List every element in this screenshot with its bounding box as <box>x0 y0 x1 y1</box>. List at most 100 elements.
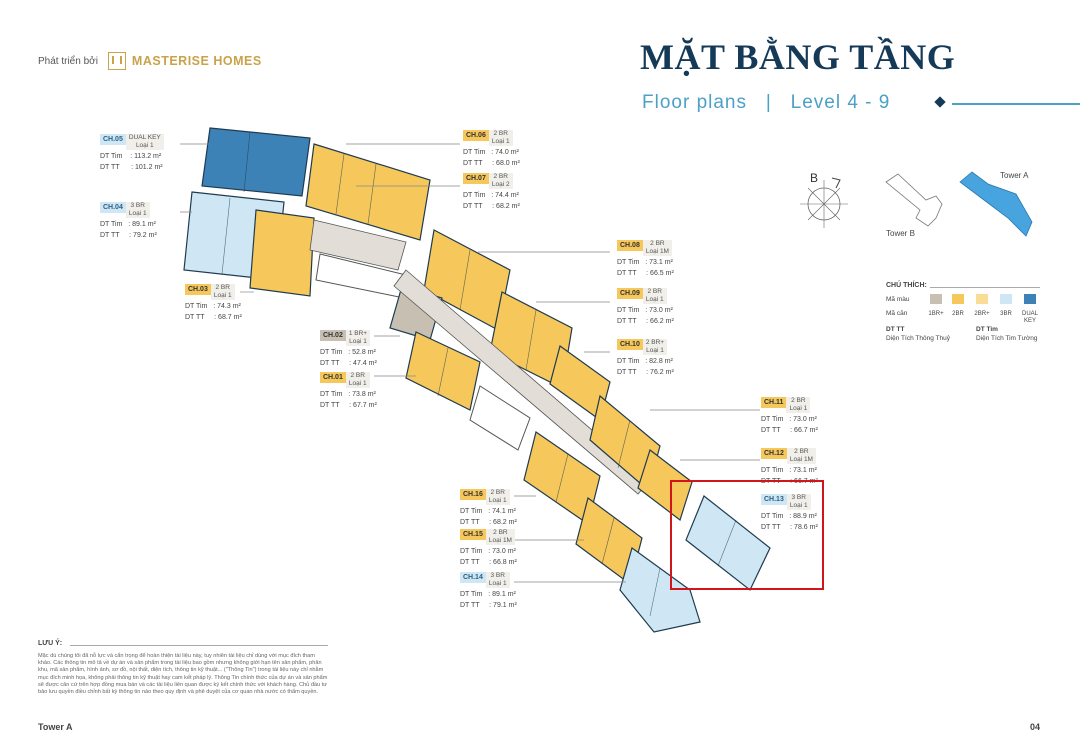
unit-code: CH.03 <box>185 284 211 295</box>
key-plan-tower-b: Tower B <box>886 229 915 238</box>
legend-dt-tt-desc: Diện Tích Thông Thuỷ <box>886 335 950 342</box>
unit-area-tim: DT Tim : 73.1 m² <box>617 259 673 266</box>
legend-type-dual-key: DUAL KEY <box>1021 311 1038 324</box>
unit-type-2: Loại 1 <box>128 210 147 217</box>
unit-code: CH.15 <box>460 529 486 540</box>
unit-code: CH.01 <box>320 372 346 383</box>
unit-area-tt: DT TT : 66.8 m² <box>460 559 517 566</box>
unit-area-tt: DT TT : 79.1 m² <box>460 602 517 609</box>
unit-area-tim: DT Tim : 74.1 m² <box>460 508 516 515</box>
unit-code: CH.09 <box>617 288 643 299</box>
unit-area-tt: DT TT : 68.2 m² <box>463 203 520 210</box>
legend-type-1br-plus: 1BR+ <box>928 311 944 317</box>
unit-type: 2 BR+Loại 1 <box>642 339 668 355</box>
brand: Phát triển bởi MASTERISE HOMES <box>38 52 262 70</box>
unit-area-tim: DT Tim : 74.3 m² <box>185 303 241 310</box>
unit-type-2: Loại 1M <box>488 537 512 544</box>
note-divider <box>70 645 328 646</box>
unit-area-tt: DT TT : 66.5 m² <box>617 270 674 277</box>
unit-type-1: 2 BR <box>490 489 505 496</box>
unit-type-1: 1 BR+ <box>348 330 368 337</box>
legend-swatch-dual-key <box>1024 294 1036 304</box>
legend-dt-tt-abbr: DT TT <box>886 326 905 333</box>
unit-ch14-shape <box>619 547 701 633</box>
note-title: LƯU Ý: <box>38 640 63 647</box>
unit-type-1: 3 BR <box>490 572 505 579</box>
unit-code: CH.16 <box>460 489 486 500</box>
unit-type-2: Loại 1 <box>348 380 367 387</box>
tower-b-shape <box>885 173 943 227</box>
unit-ch05-shape <box>201 127 311 197</box>
legend-color-label: Mã màu <box>886 296 910 303</box>
unit-area-tt: DT TT : 68.2 m² <box>460 519 517 526</box>
legend-title: CHÚ THÍCH: <box>886 282 927 289</box>
unit-area-tim: DT Tim : 74.0 m² <box>463 149 519 156</box>
unit-area-tt: DT TT : 67.7 m² <box>320 402 377 409</box>
compass-icon: B <box>800 171 848 228</box>
corridor-diagonal <box>393 269 651 495</box>
page-title: MẶT BẰNG TẦNG <box>640 37 956 77</box>
unit-area-tim: DT Tim : 74.4 m² <box>463 192 519 199</box>
unit-type-1: 2 BR <box>493 130 508 137</box>
legend-type-3br: 3BR <box>1000 311 1012 317</box>
page-subtitle: Floor plans | Level 4 - 9 <box>642 92 890 114</box>
legend-dt-tim-desc: Diện Tích Tim Tường <box>976 335 1038 342</box>
unit-code: CH.04 <box>100 202 126 213</box>
page-number: 04 <box>1030 722 1041 732</box>
unit-code: CH.05 <box>100 134 126 145</box>
unit-area-tim: DT Tim : 89.1 m² <box>100 221 156 228</box>
unit-ch13-shape <box>685 495 771 591</box>
unit-type-1: 3 BR <box>791 494 806 501</box>
key-plan: Tower A Tower B <box>885 171 1033 238</box>
unit-ch06-07-shape <box>305 143 431 241</box>
unit-area-tt: DT TT : 47.4 m² <box>320 360 377 367</box>
unit-area-tt: DT TT : 66.7 m² <box>761 427 818 434</box>
masterise-logo-icon <box>107 52 126 70</box>
unit-type-2: Loại 1 <box>645 296 664 303</box>
unit-area-tim: DT Tim : 73.0 m² <box>460 548 516 555</box>
floor-plan <box>180 127 771 633</box>
unit-type-2: Loại 1 <box>789 405 808 412</box>
unit-area-tim: DT Tim : 73.1 m² <box>761 467 817 474</box>
unit-area-tt: DT TT : 68.7 m² <box>185 314 242 321</box>
unit-type-2: Loại 1 <box>646 347 664 354</box>
unit-type-2: Loại 2 <box>491 181 510 188</box>
unit-type-2: Loại 1 <box>789 502 808 509</box>
leader-lines <box>180 143 760 583</box>
footer-tower: Tower A <box>38 722 73 732</box>
unit-area-tt: DT TT : 79.2 m² <box>100 232 157 239</box>
legend-swatch-2br <box>952 294 964 304</box>
unit-type-1: 2 BR <box>215 284 230 291</box>
unit-area-tt: DT TT : 76.2 m² <box>617 369 674 376</box>
note-body: Mặc dù chúng tôi đã nỗ lực và cẩn trọng … <box>38 653 328 696</box>
unit-area-tt: DT TT : 66.2 m² <box>617 318 674 325</box>
room-dividers <box>221 131 737 617</box>
subtitle-level: Level 4 - 9 <box>790 92 891 113</box>
diamond-icon <box>934 96 946 108</box>
unit-area-tim: DT Tim : 52.8 m² <box>320 349 376 356</box>
unit-type-2: Loại 1M <box>645 248 669 255</box>
unit-area-tt: DT TT : 68.0 m² <box>463 160 520 167</box>
core-middle <box>469 385 531 451</box>
unit-type-1: 2 BR <box>791 397 806 404</box>
